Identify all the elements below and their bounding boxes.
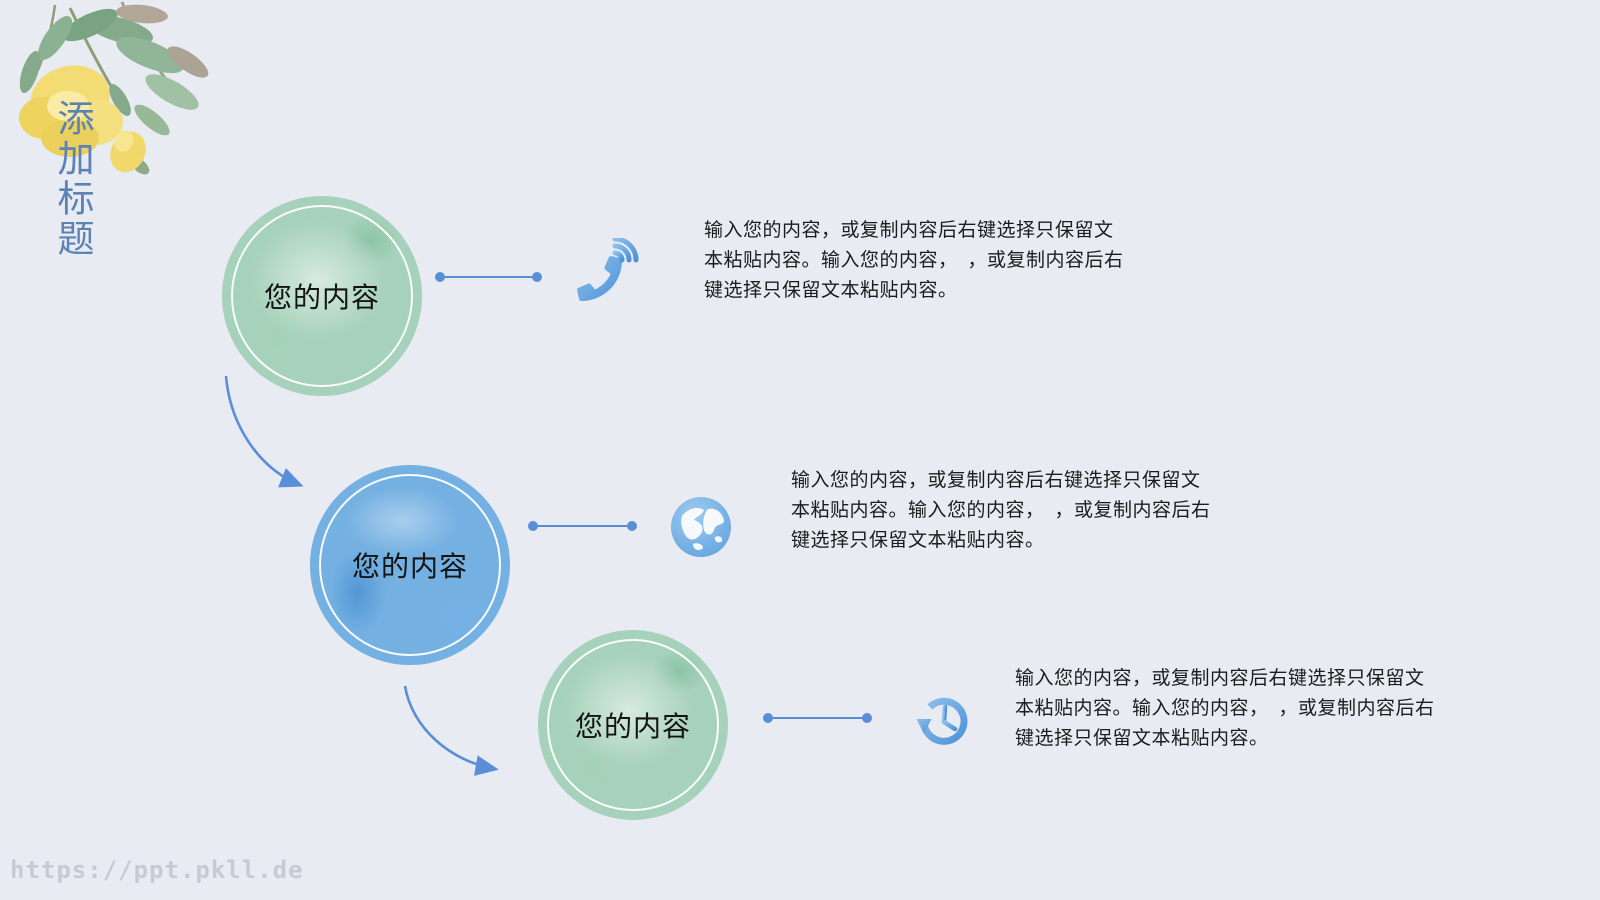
step2-text[interactable]: 输入您的内容，或复制内容后右键选择只保留文 本粘贴内容。输入您的内容， ，或复制… — [791, 466, 1211, 556]
step2-label: 您的内容 — [351, 551, 468, 582]
phone-icon — [576, 238, 639, 302]
step3-circle[interactable]: 您的内容 — [538, 630, 728, 820]
step1-circle[interactable]: 您的内容 — [222, 196, 422, 396]
arrow-step2-to-step3 — [403, 685, 499, 776]
globe-icon — [671, 497, 731, 557]
step1-label: 您的内容 — [263, 282, 380, 313]
step3-connector-line — [763, 713, 872, 723]
clock-icon — [916, 697, 968, 745]
watermark-url: https://ppt.pkll.de — [10, 856, 304, 884]
step3-text-line2: 本粘贴内容。输入您的内容， ，或复制内容后右 — [1015, 698, 1435, 719]
step3-text-line3: 键选择只保留文本粘贴内容。 — [1015, 728, 1269, 749]
step2-text-line2: 本粘贴内容。输入您的内容， ，或复制内容后右 — [791, 500, 1211, 521]
step1-connector-line — [435, 272, 542, 282]
step1-text-line2: 本粘贴内容。输入您的内容， ，或复制内容后右 — [704, 250, 1124, 271]
step3-text[interactable]: 输入您的内容，或复制内容后右键选择只保留文 本粘贴内容。输入您的内容， ，或复制… — [1015, 664, 1435, 754]
step2-text-line1: 输入您的内容，或复制内容后右键选择只保留文 — [791, 470, 1201, 491]
step2-text-line3: 键选择只保留文本粘贴内容。 — [791, 530, 1045, 551]
step1-text-line1: 输入您的内容，或复制内容后右键选择只保留文 — [704, 220, 1114, 241]
step1-text[interactable]: 输入您的内容，或复制内容后右键选择只保留文 本粘贴内容。输入您的内容， ，或复制… — [704, 216, 1124, 306]
step2-connector-line — [528, 521, 637, 531]
slide-title[interactable]: 添加标题 — [52, 99, 93, 259]
step2-circle[interactable]: 您的内容 — [310, 465, 510, 665]
arrow-step1-to-step2 — [224, 375, 304, 488]
flower-illustration — [19, 1, 209, 175]
step3-label: 您的内容 — [574, 711, 691, 742]
step3-text-line1: 输入您的内容，或复制内容后右键选择只保留文 — [1015, 668, 1425, 689]
step1-text-line3: 键选择只保留文本粘贴内容。 — [704, 280, 958, 301]
